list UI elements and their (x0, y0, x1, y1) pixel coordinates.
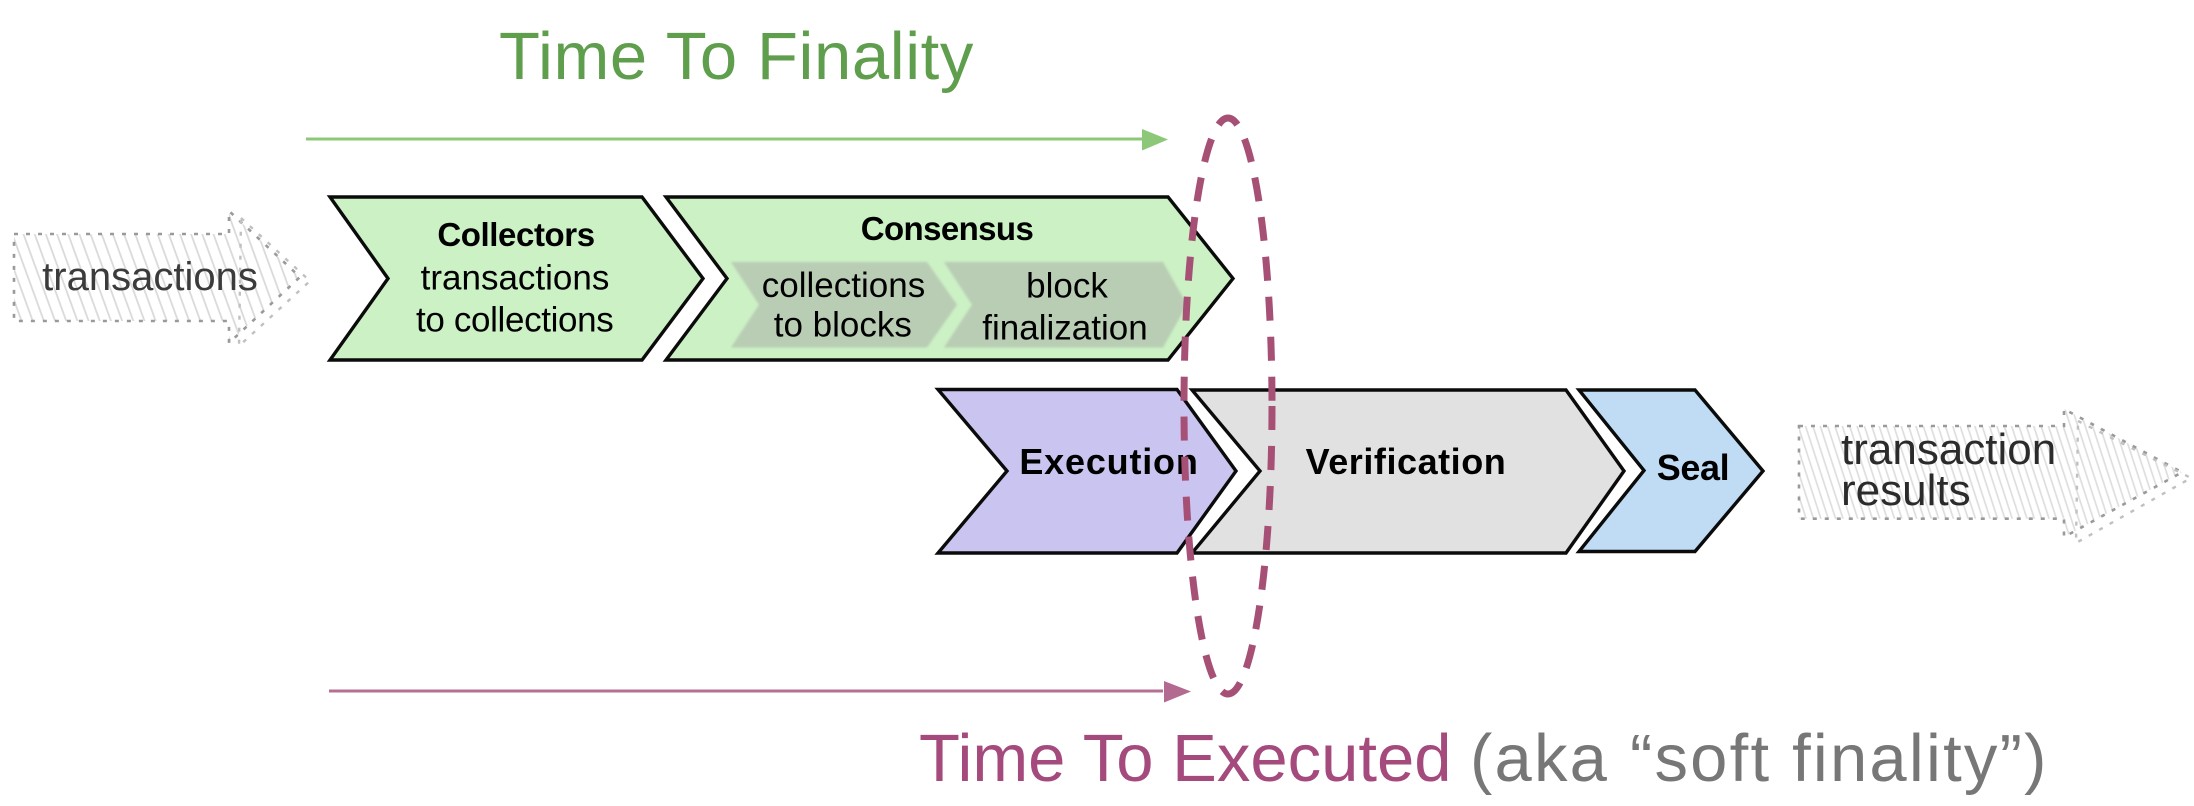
svg-text:Verification: Verification (1306, 441, 1507, 482)
svg-text:results: results (1841, 466, 1971, 515)
svg-text:Seal: Seal (1657, 447, 1729, 488)
svg-text:(aka “soft finality”): (aka “soft finality”) (1470, 721, 2049, 796)
svg-text:transactions: transactions (421, 259, 610, 298)
svg-text:transactions: transactions (42, 255, 258, 299)
svg-text:Consensus: Consensus (861, 210, 1033, 247)
svg-text:to blocks: to blocks (774, 305, 912, 344)
svg-text:transaction: transaction (1841, 425, 2056, 474)
svg-text:Collectors: Collectors (437, 216, 594, 253)
svg-text:Time To Finality: Time To Finality (499, 19, 974, 94)
svg-text:to collections: to collections (416, 301, 613, 340)
svg-text:Time To Executed: Time To Executed (919, 721, 1452, 796)
svg-text:collections: collections (762, 266, 925, 305)
svg-text:block: block (1026, 267, 1108, 306)
svg-text:finalization: finalization (982, 308, 1147, 347)
svg-text:Execution: Execution (1019, 441, 1198, 482)
